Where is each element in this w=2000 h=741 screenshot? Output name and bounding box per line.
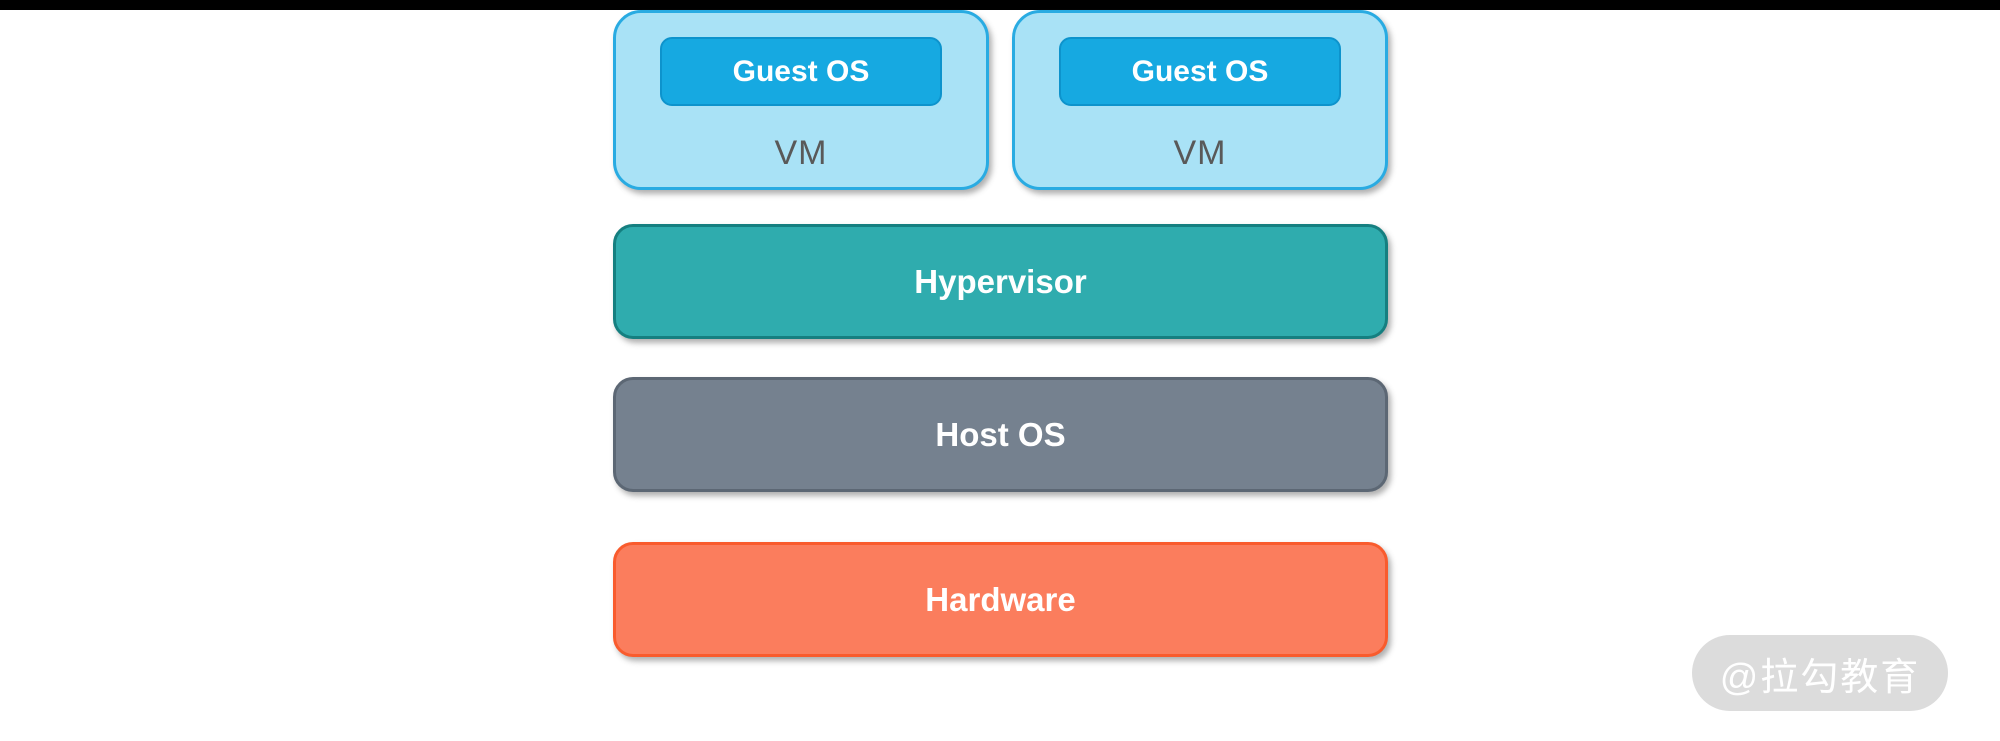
hypervisor-label: Hypervisor (914, 262, 1087, 300)
vm-box-1: Guest OS VM (613, 10, 989, 190)
watermark-badge: @拉勾教育 (1692, 635, 1948, 711)
hardware-label: Hardware (925, 580, 1076, 618)
guest-os-box-2: Guest OS (1059, 37, 1341, 106)
vm-label: VM (774, 134, 828, 172)
host-os-box: Host OS (613, 377, 1388, 492)
guest-os-label: Guest OS (732, 54, 870, 88)
vm-row: Guest OS VM Guest OS VM (613, 10, 1388, 190)
host-os-label: Host OS (935, 415, 1066, 453)
guest-os-box-1: Guest OS (660, 37, 942, 106)
vm-box-2: Guest OS VM (1012, 10, 1388, 190)
hardware-box: Hardware (613, 542, 1388, 657)
guest-os-label: Guest OS (1131, 54, 1269, 88)
top-letterbox-bar (0, 0, 2000, 10)
vm-label: VM (1173, 134, 1227, 172)
hypervisor-box: Hypervisor (613, 224, 1388, 339)
